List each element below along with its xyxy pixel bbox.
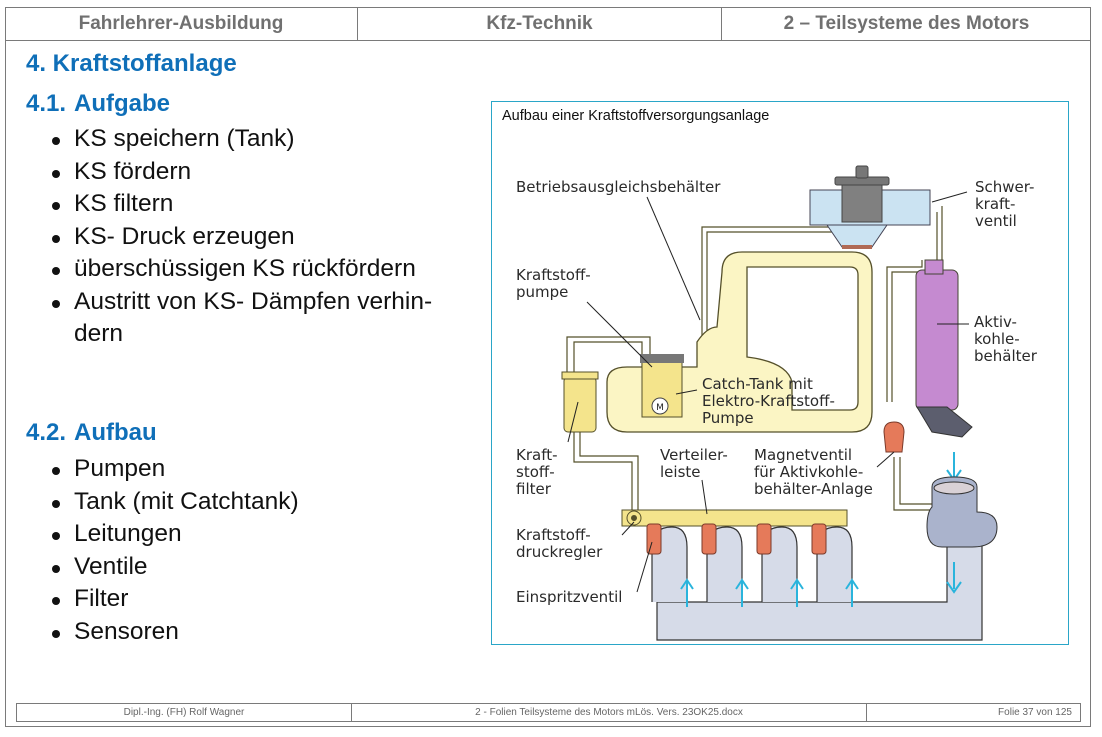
label-druckregler-1: Kraftstoff- (516, 526, 591, 544)
pipe-breather-inner (706, 231, 832, 342)
footer-author: Dipl.-Ing. (FH) Rolf Wagner (17, 704, 352, 721)
list-item: Filter (50, 583, 299, 616)
label-schwerkraftventil-2: kraft- (975, 195, 1015, 213)
list-item: Tank (mit Catchtank) (50, 486, 299, 519)
fuel-system-diagram: M (516, 165, 1038, 641)
label-verteilerleiste-1: Verteiler- (660, 446, 728, 464)
fuel-system-figure: Aufbau einer Kraftstoffversorgungsanlage… (491, 101, 1069, 645)
subsection-number: 4.2. (26, 419, 67, 446)
list-item-continuation: dern (74, 320, 124, 347)
pipe-vent-carbon-inner (891, 271, 927, 402)
page-footer: Dipl.-Ing. (FH) Rolf Wagner 2 - Folien T… (16, 703, 1081, 722)
subsection-title: Aufbau (74, 419, 157, 446)
list-item: Sensoren (50, 616, 299, 649)
list-item: Ventile (50, 551, 299, 584)
fuel-filter (563, 376, 597, 433)
pipe-filter-rail (573, 427, 633, 517)
pipe-filter-rail-inner (579, 427, 639, 517)
expansion-tank-cap (841, 181, 883, 223)
section-title: 4. Kraftstoffanlage (26, 50, 237, 77)
fuel-rail (621, 509, 848, 527)
solenoid-valve (883, 421, 905, 453)
list-item: überschüssigen KS rückfördern (50, 253, 432, 286)
list-item: KS- Druck erzeugen (50, 221, 432, 254)
label-magnetventil-1: Magnetventil (754, 446, 852, 464)
fuel-tank-inner (746, 266, 859, 411)
page-header: Fahrlehrer-Ausbildung Kfz-Technik 2 – Te… (5, 7, 1091, 41)
pipe-valve-throttle (893, 457, 937, 511)
figure-title: Aufbau einer Kraftstoffversorgungsanlage (502, 108, 770, 124)
label-magnetventil-2: für Aktivkohle- (754, 463, 863, 481)
header-subject: Kfz-Technik (358, 7, 722, 40)
aufbau-list: Pumpen Tank (mit Catchtank) Leitungen Ve… (50, 453, 299, 648)
label-aktivkohle-1: Aktiv- (974, 313, 1017, 331)
label-aktivkohle-2: kohle- (974, 330, 1020, 348)
label-magnetventil-3: behälter-Anlage (754, 480, 873, 498)
list-item: KS speichern (Tank) (50, 123, 432, 156)
label-aktivkohle-3: behälter (974, 347, 1038, 365)
label-einspritzventil: Einspritzventil (516, 588, 622, 606)
label-verteilerleiste-2: leiste (660, 463, 701, 481)
subsection-title: Aufgabe (74, 90, 170, 117)
throttle-body (926, 476, 998, 548)
carbon-canister (915, 269, 959, 411)
label-filter-1: Kraft- (516, 446, 558, 464)
subsection-heading-aufbau: 4.2. Aufbau (26, 419, 157, 447)
list-item: Pumpen (50, 453, 299, 486)
subsection-heading-aufgabe: 4.1. Aufgabe (26, 90, 170, 118)
pipe-valve-throttle-inner (899, 457, 937, 505)
list-item: Leitungen (50, 518, 299, 551)
footer-filename: 2 - Folien Teilsysteme des Motors mLös. … (352, 704, 867, 721)
motor-symbol-label: M (656, 403, 664, 413)
footer-page-number: Folie 37 von 125 (998, 707, 1072, 718)
label-betriebsausgleichsbehaelter: Betriebsausgleichsbehälter (516, 178, 721, 196)
label-filter-3: filter (516, 480, 552, 498)
subsection-number: 4.1. (26, 90, 67, 117)
label-druckregler-2: druckregler (516, 543, 603, 561)
leader-lines (567, 191, 969, 593)
label-catchtank-1: Catch-Tank mit (702, 375, 813, 393)
header-chapter: 2 – Teilsysteme des Motors (783, 12, 1030, 34)
label-filter-2: stoff- (516, 463, 555, 481)
aufgabe-list: KS speichern (Tank) KS fördern KS filter… (50, 123, 432, 351)
list-item: Austritt von KS- Dämpfen verhin- (50, 286, 432, 319)
label-kraftstoffpumpe-2: pumpe (516, 283, 568, 301)
label-schwerkraftventil-1: Schwer- (975, 178, 1034, 196)
label-kraftstoffpumpe-1: Kraftstoff- (516, 266, 591, 284)
pipe-vent-carbon (886, 260, 923, 402)
label-schwerkraftventil-3: ventil (975, 212, 1017, 230)
header-course: Fahrlehrer-Ausbildung (5, 7, 358, 40)
list-item: KS filtern (50, 188, 432, 221)
catch-tank-lid (640, 354, 684, 363)
page-frame (5, 7, 1091, 727)
label-catchtank-2: Elektro-Kraftstoff- (702, 392, 835, 410)
motor-symbol-icon (651, 397, 669, 415)
injectors (646, 523, 827, 555)
label-catchtank-3: Pumpe (702, 409, 754, 427)
list-item: KS fördern (50, 156, 432, 189)
